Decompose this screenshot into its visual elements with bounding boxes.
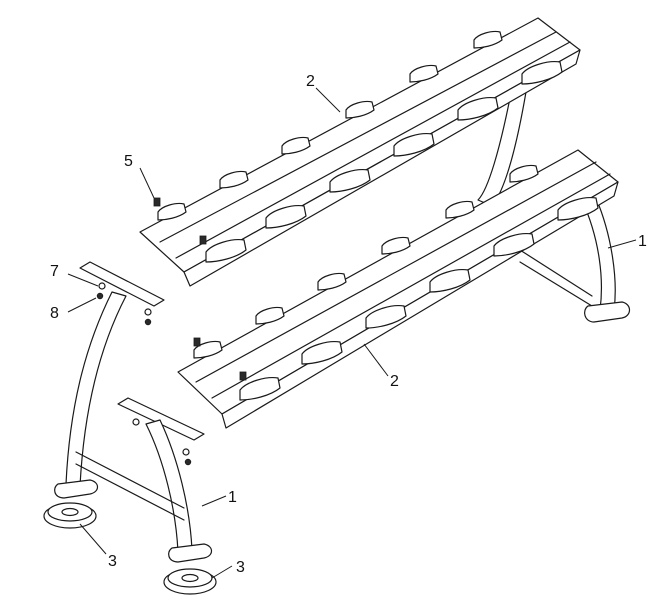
upper-saddle-cradles xyxy=(157,30,563,263)
lower-saddle-rail xyxy=(177,149,619,429)
callout-8-nut: 8 xyxy=(50,305,59,322)
leader-lines xyxy=(67,87,637,579)
callout-5-bolt: 5 xyxy=(124,153,133,170)
nut-icon xyxy=(96,292,192,466)
callout-1-right-frame: 1 xyxy=(638,233,647,250)
upper-saddle-rail xyxy=(139,17,581,287)
callout-3-left-cap: 3 xyxy=(108,553,117,570)
foot-cap-loose-right[interactable] xyxy=(163,568,217,595)
frame-left xyxy=(65,261,205,553)
foot-cap-left-back xyxy=(54,479,99,499)
callout-7-washer: 7 xyxy=(50,263,59,280)
callout-2-upper-rail: 2 xyxy=(306,73,315,90)
callout-1-left-frame: 1 xyxy=(228,489,237,506)
hardware xyxy=(96,197,247,466)
callout-3-right-cap: 3 xyxy=(236,559,245,576)
lower-saddle-cradles xyxy=(193,164,599,401)
foot-cap-right xyxy=(584,301,631,323)
washer-icon xyxy=(98,282,190,456)
foot-cap-loose-left[interactable] xyxy=(43,502,97,529)
callout-2-lower-rail: 2 xyxy=(390,373,399,390)
foot-cap-left-front xyxy=(168,543,213,563)
frame-right xyxy=(477,87,616,311)
bolt-icon xyxy=(153,197,247,381)
